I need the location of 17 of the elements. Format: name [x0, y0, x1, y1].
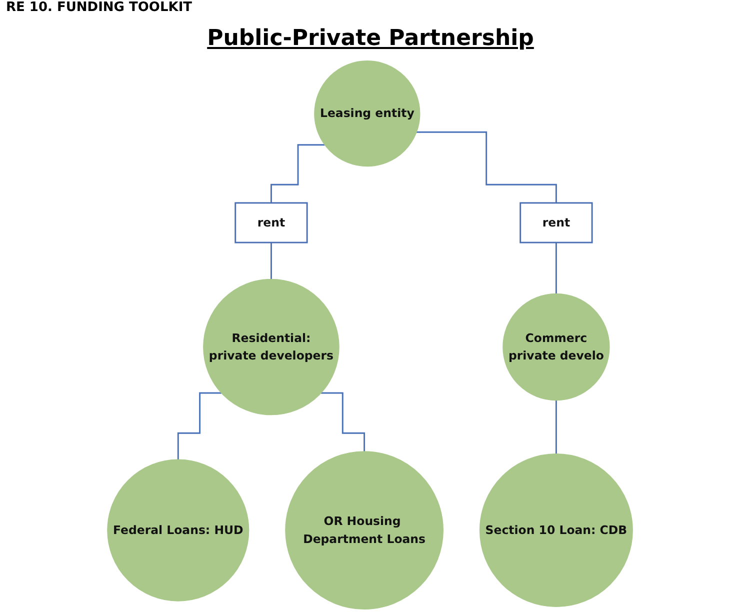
connector: [416, 131, 558, 204]
figure-heading: RE 10. FUNDING TOOLKIT: [6, 0, 192, 15]
node-circle: Residential: private developers: [204, 278, 340, 416]
node-circle: OR Housing Department Loans: [286, 451, 444, 610]
connector: [321, 392, 366, 452]
node-circle: Commerc private develo: [503, 293, 610, 401]
node-box: rent: [235, 202, 308, 244]
diagram-title: Public-Private Partnership: [206, 26, 535, 51]
node-circle: Federal Loans: HUD: [108, 459, 250, 602]
connector: [178, 392, 222, 460]
connector: [270, 242, 272, 280]
connector: [270, 144, 326, 204]
node-circle: Section 10 Loan: CDB: [480, 454, 634, 608]
node-circle: Leasing entity: [314, 60, 421, 167]
connector: [556, 400, 558, 455]
connector: [556, 242, 558, 294]
node-box: rent: [520, 202, 594, 244]
